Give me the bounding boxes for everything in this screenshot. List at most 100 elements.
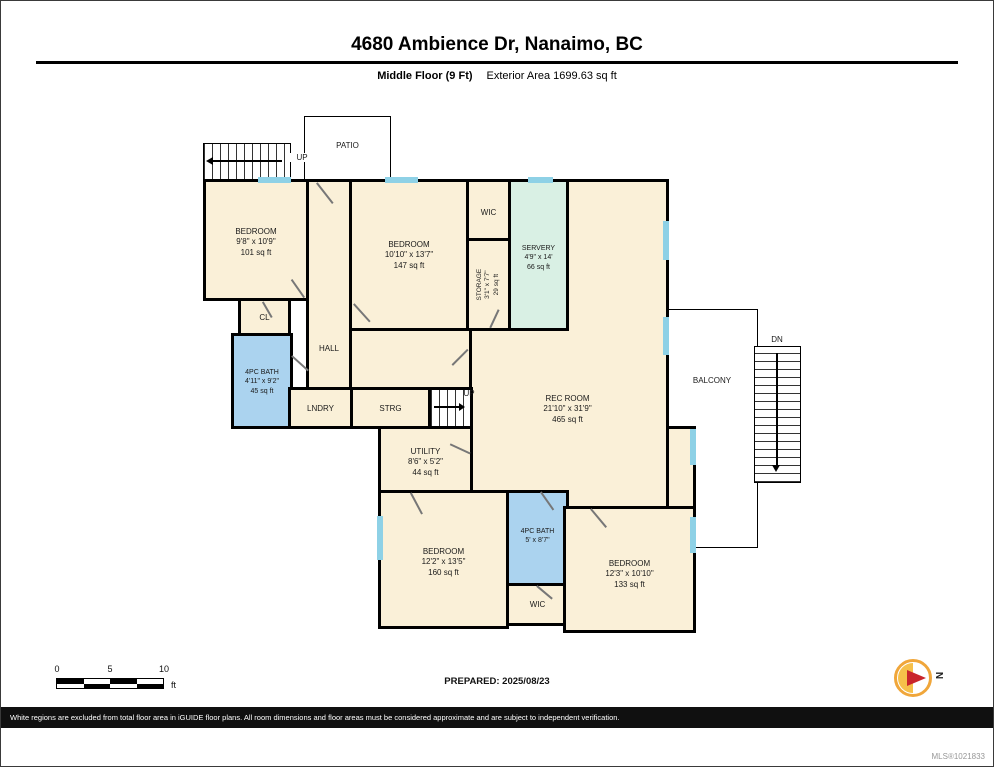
servery-label: SERVERY 4'9" x 14' 66 sq ft bbox=[511, 244, 566, 272]
patio-label: PATIO bbox=[336, 141, 359, 150]
compass-north-label: N bbox=[933, 671, 945, 680]
scale-unit-label: ft bbox=[171, 680, 177, 690]
window-marker bbox=[690, 517, 696, 553]
storage-label-wrap: STORAGE 3'1" x 7'7" 29 sq ft bbox=[466, 238, 511, 331]
floor-label: Middle Floor (9 Ft) bbox=[377, 70, 473, 82]
storage-label: STORAGE 3'1" x 7'7" 29 sq ft bbox=[476, 269, 501, 301]
room-dims: 9'8" x 10'9" bbox=[236, 237, 276, 247]
room-area: 147 sq ft bbox=[393, 260, 425, 270]
room-name: 4PC BATH bbox=[520, 528, 555, 535]
compass-icon: N bbox=[894, 657, 956, 701]
stairs-up-top bbox=[203, 143, 291, 180]
room-dims: 21'10" x 31'9" bbox=[543, 404, 592, 414]
scale-zero: 0 bbox=[54, 664, 60, 674]
room-dims: 4'9" x 14' bbox=[524, 254, 553, 262]
room-dims: 3'1" x 7'7" bbox=[484, 270, 492, 299]
room-name: SERVERY bbox=[521, 245, 556, 252]
room-dims: 4'11" x 9'2" bbox=[245, 378, 279, 386]
window-marker bbox=[385, 177, 418, 183]
window-marker bbox=[528, 177, 553, 183]
bedroom-bottom-left: BEDROOM 12'2" x 13'5" 160 sq ft bbox=[378, 490, 509, 629]
strg-label: STRG bbox=[379, 404, 402, 413]
room-name: BEDROOM bbox=[608, 559, 651, 568]
window-marker bbox=[258, 177, 291, 183]
room-name: 4PC BATH bbox=[245, 369, 279, 376]
stairs-arrowhead-icon bbox=[772, 465, 780, 472]
balcony-label: BALCONY bbox=[692, 376, 732, 385]
bedroom-bottom-right-label: BEDROOM 12'3" x 10'10" 133 sq ft bbox=[566, 559, 693, 590]
bath-lower-label: 4PC BATH 5' x 8'7" bbox=[509, 527, 566, 546]
stairs-arrow-line bbox=[210, 160, 282, 162]
window-marker bbox=[663, 221, 669, 260]
bedroom-top-middle: BEDROOM 10'10" x 13'7" 147 sq ft bbox=[349, 179, 469, 331]
exterior-area-label: Exterior Area 1699.63 sq ft bbox=[486, 70, 617, 82]
floor-subtitle: Middle Floor (9 Ft) Exterior Area 1699.63… bbox=[1, 70, 993, 82]
room-dims: 8'6" x 5'2" bbox=[408, 457, 443, 467]
room-name: BEDROOM bbox=[235, 227, 277, 236]
bedroom-bottom-left-label: BEDROOM 12'2" x 13'5" 160 sq ft bbox=[381, 547, 506, 578]
disclaimer-bar: White regions are excluded from total fl… bbox=[1, 707, 993, 728]
page-title: 4680 Ambience Dr, Nanaimo, BC bbox=[351, 34, 643, 55]
room-dims: 5' x 8'7" bbox=[525, 537, 550, 545]
bedroom-top-left-label: BEDROOM 9'8" x 10'9" 101 sq ft bbox=[206, 227, 306, 258]
room-area: 133 sq ft bbox=[614, 579, 645, 589]
stairs-arrowhead-icon bbox=[206, 157, 213, 165]
room-area: 101 sq ft bbox=[240, 247, 272, 257]
rec-room-label: REC ROOM 21'10" x 31'9" 465 sq ft bbox=[469, 394, 666, 425]
prepared-date: PREPARED: 2025/08/23 bbox=[444, 676, 550, 687]
up-label-top: UP bbox=[290, 153, 314, 162]
servery: SERVERY 4'9" x 14' 66 sq ft bbox=[508, 179, 569, 331]
window-marker bbox=[377, 516, 383, 560]
scale-bar-row bbox=[57, 679, 163, 684]
mls-number: MLS®1021833 bbox=[931, 752, 986, 761]
scale-bar-row bbox=[57, 683, 163, 688]
wic-top-label: WIC bbox=[480, 208, 497, 217]
room-dims: 12'2" x 13'5" bbox=[421, 557, 466, 567]
hall-label: HALL bbox=[318, 344, 339, 353]
bath-upper-label: 4PC BATH 4'11" x 9'2" 45 sq ft bbox=[234, 368, 290, 396]
up-label-mid: UP bbox=[463, 389, 475, 398]
scale-ten: 10 bbox=[158, 664, 170, 674]
window-marker bbox=[690, 429, 696, 465]
stairs-up-mid bbox=[428, 387, 473, 429]
scale-bar bbox=[56, 678, 164, 689]
stairs-arrow-line bbox=[434, 406, 461, 408]
patio-area: PATIO bbox=[304, 116, 391, 182]
room-area: 45 sq ft bbox=[250, 387, 274, 395]
room-dims: 10'10" x 13'7" bbox=[384, 250, 434, 260]
room-area: 66 sq ft bbox=[527, 263, 550, 271]
room-name: BEDROOM bbox=[388, 240, 430, 249]
room-name: BEDROOM bbox=[422, 547, 465, 556]
room-area: 29 sq ft bbox=[492, 273, 500, 296]
scale-five: 5 bbox=[107, 664, 113, 674]
room-name: UTILITY bbox=[410, 447, 441, 456]
laundry: LNDRY bbox=[288, 387, 353, 429]
room-area: 160 sq ft bbox=[428, 567, 459, 577]
bath-lower: 4PC BATH 5' x 8'7" bbox=[506, 490, 569, 586]
utility-label: UTILITY 8'6" x 5'2" 44 sq ft bbox=[381, 447, 470, 478]
stairs-arrow-line bbox=[776, 353, 778, 466]
bedroom-bottom-right: BEDROOM 12'3" x 10'10" 133 sq ft bbox=[563, 506, 696, 633]
stairs-down bbox=[754, 346, 801, 483]
window-marker bbox=[663, 317, 669, 355]
room-area: 44 sq ft bbox=[412, 467, 439, 477]
closet-label: CL bbox=[259, 313, 270, 322]
room-area: 465 sq ft bbox=[552, 414, 583, 424]
wic-top: WIC bbox=[466, 179, 511, 241]
storage-strg: STRG bbox=[350, 387, 431, 429]
room-dims: 12'3" x 10'10" bbox=[605, 569, 654, 579]
stairs-arrowhead-icon bbox=[459, 403, 465, 411]
wic-bottom: WIC bbox=[506, 583, 569, 626]
compass-needle-icon bbox=[907, 670, 926, 686]
title-divider bbox=[36, 61, 958, 64]
utility-room: UTILITY 8'6" x 5'2" 44 sq ft bbox=[378, 426, 473, 493]
room-name: REC ROOM bbox=[545, 394, 590, 403]
room-name: STORAGE bbox=[475, 268, 483, 301]
dn-label: DN bbox=[763, 335, 791, 344]
laundry-label: LNDRY bbox=[307, 404, 334, 413]
bath-upper: 4PC BATH 4'11" x 9'2" 45 sq ft bbox=[231, 333, 293, 429]
hall-extension bbox=[349, 328, 472, 390]
wic-bottom-label: WIC bbox=[529, 600, 546, 609]
bedroom-top-middle-label: BEDROOM 10'10" x 13'7" 147 sq ft bbox=[352, 240, 466, 271]
